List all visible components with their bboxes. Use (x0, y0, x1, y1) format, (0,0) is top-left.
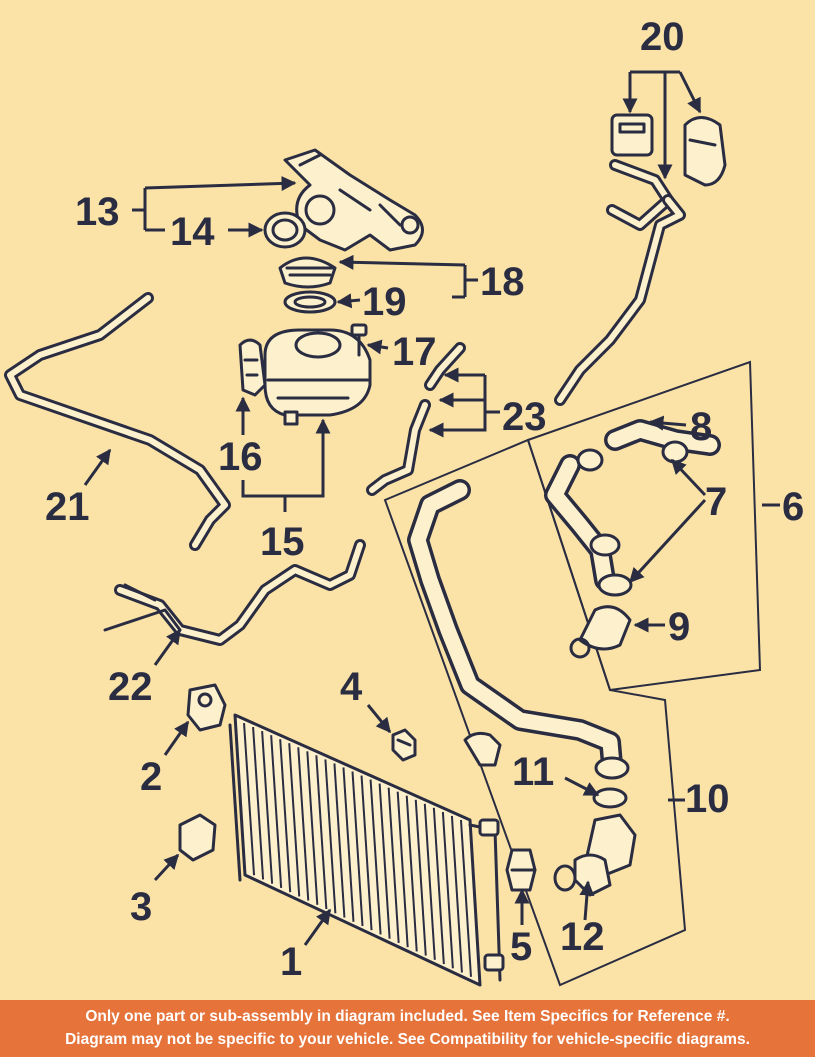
radiator-fin (351, 771, 364, 927)
callout-16: 16 (218, 435, 263, 479)
part-23-small-hoses (366, 342, 466, 496)
part-21-long-pipe (4, 292, 231, 551)
radiator-fin (297, 747, 310, 901)
part-6-hose-assembly (544, 419, 721, 659)
callout-2: 2 (140, 755, 162, 799)
part-10-hose-assembly (407, 479, 637, 897)
part-22-coolant-pipe (103, 539, 366, 646)
radiator-fin (396, 791, 409, 948)
callout-22: 22 (108, 665, 153, 709)
callout-13: 13 (75, 190, 120, 234)
callout-21: 21 (45, 485, 90, 529)
callout-12: 12 (560, 915, 605, 959)
part-16-bracket (238, 338, 267, 397)
part-20-connector-hose (554, 113, 727, 406)
radiator-fin (369, 779, 382, 935)
group-box-10 (383, 438, 687, 987)
part-2-bracket (186, 683, 227, 732)
radiator-fin (360, 775, 373, 931)
radiator-fin (333, 763, 346, 918)
callout-18: 18 (480, 260, 525, 304)
callout-6: 6 (782, 485, 804, 529)
callout-19: 19 (362, 280, 407, 324)
callout-8: 8 (690, 405, 712, 449)
part-4-sensor (391, 728, 417, 762)
group-box-6 (526, 360, 762, 692)
parts-diagram: 20 13 14 19 18 17 1 (4, 15, 804, 987)
callout-14: 14 (170, 210, 215, 254)
part-3-block (178, 813, 217, 862)
radiator-fin (279, 739, 292, 893)
callout-23: 23 (502, 395, 547, 439)
radiator-fin (459, 819, 472, 977)
radiator-fin (342, 767, 355, 922)
radiator-fin (432, 807, 445, 965)
callout-15: 15 (260, 520, 305, 564)
callout-11: 11 (512, 750, 554, 794)
disclaimer-line-1: Only one part or sub-assembly in diagram… (85, 1008, 730, 1025)
radiator-fin (270, 735, 283, 888)
part-15-expansion-tank (263, 328, 372, 426)
callout-10: 10 (685, 777, 730, 821)
part-14-gasket (263, 211, 307, 249)
part-5-switch (505, 848, 537, 892)
callout-4: 4 (340, 665, 363, 709)
radiator-fin (288, 743, 301, 897)
part-17-bolt (350, 323, 368, 357)
radiator-fin (243, 722, 256, 876)
callout-1: 1 (280, 940, 302, 984)
radiator-fin (315, 755, 328, 910)
callout-5: 5 (510, 925, 532, 969)
callout-7: 7 (705, 480, 727, 524)
part-18-cap (278, 256, 337, 289)
callout-17: 17 (392, 330, 437, 374)
radiator-fin (405, 795, 418, 952)
radiator-fin (306, 751, 319, 905)
disclaimer-line-2: Diagram may not be specific to your vehi… (65, 1031, 750, 1048)
radiator-fin (324, 759, 337, 914)
callout-9: 9 (668, 605, 690, 649)
radiator-fin (450, 815, 463, 973)
radiator-fin (441, 811, 454, 969)
radiator-fin (378, 783, 391, 939)
radiator-fin (414, 799, 427, 956)
radiator-fin (261, 731, 274, 884)
callout-3: 3 (130, 885, 152, 929)
part-13-coolant-flange (283, 148, 424, 252)
callout-20: 20 (640, 15, 685, 59)
radiator-fin (387, 787, 400, 943)
disclaimer-banner: Only one part or sub-assembly in diagram… (0, 1000, 815, 1057)
part-19-seal (283, 290, 337, 314)
part-1-radiator (228, 713, 505, 987)
radiator-fin (252, 727, 265, 880)
radiator-fin (423, 803, 436, 960)
